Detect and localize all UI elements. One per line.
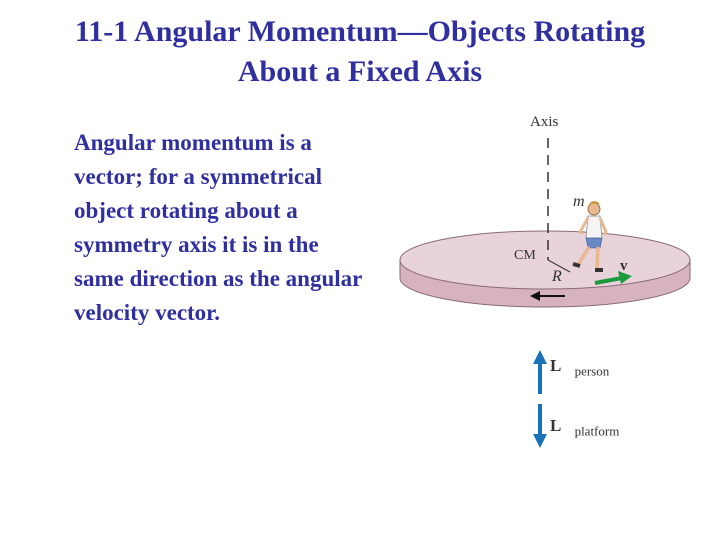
radius-line — [547, 259, 571, 273]
body-paragraph: Angular momentum is a vector; for a symm… — [74, 130, 362, 325]
axis-label: Axis — [530, 114, 559, 130]
cm-label: CM — [514, 248, 536, 263]
L-platform-arrow-head — [533, 434, 547, 448]
L-person-arrow-head — [533, 350, 547, 364]
L-platform-symbol: L⃗ — [550, 416, 575, 435]
L-platform-label: L⃗platform — [550, 416, 619, 439]
platform-diagram — [399, 138, 691, 448]
radius-label: R — [552, 268, 562, 285]
title-line-2: About a Fixed Axis — [237, 55, 483, 88]
slide-title: 11-1 Angular Momentum—Objects Rotating A… — [20, 12, 700, 92]
velocity-label: v⃗ — [620, 258, 640, 274]
platform-top — [399, 230, 691, 290]
velocity-arrow-head — [618, 271, 632, 284]
L-person-label: L⃗person — [550, 356, 609, 379]
L-person-subscript: person — [574, 363, 610, 379]
rotating-platform-figure: Axis m CM R v⃗ L⃗person L⃗platform — [390, 108, 710, 458]
L-platform-subscript: platform — [574, 423, 620, 439]
person-figure — [572, 201, 608, 272]
velocity-arrow-shaft — [594, 276, 623, 285]
L-person-symbol: L⃗ — [550, 356, 575, 375]
mass-label: m — [573, 193, 585, 210]
title-line-1: 11-1 Angular Momentum—Objects Rotating — [74, 15, 646, 48]
rotation-direction-arrowhead — [530, 291, 540, 301]
